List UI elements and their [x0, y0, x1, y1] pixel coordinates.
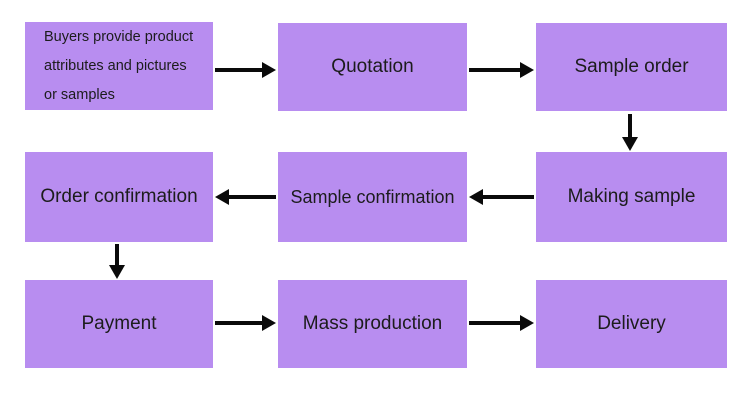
flow-node-label: Quotation [331, 56, 414, 78]
flow-node-delivery: Delivery [536, 280, 727, 368]
flow-node-payment: Payment [25, 280, 213, 368]
arrow-sample-confirmation-to-order-confirmation-icon [215, 189, 276, 205]
flow-node-order-confirmation: Order confirmation [25, 152, 213, 242]
flow-node-mass-production: Mass production [278, 280, 467, 368]
arrow-sample-order-to-making-sample-icon [622, 114, 638, 151]
arrow-making-sample-to-sample-confirmation-icon [469, 189, 534, 205]
flow-node-label: Mass production [302, 313, 443, 335]
flow-node-buyers-provide: Buyers provide product attributes and pi… [25, 22, 213, 110]
flow-node-label: Buyers provide product attributes and pi… [44, 28, 194, 103]
flow-node-label: Payment [81, 313, 157, 335]
flow-node-label: Sample order [574, 56, 689, 78]
flow-node-label: Sample confirmation [290, 186, 455, 207]
flow-node-label: Making sample [567, 186, 696, 208]
flow-node-making-sample: Making sample [536, 152, 727, 242]
arrow-quotation-to-sample-order-icon [469, 62, 534, 78]
flow-node-quotation: Quotation [278, 23, 467, 111]
arrow-mass-production-to-delivery-icon [469, 315, 534, 331]
flow-node-label: Order confirmation [40, 186, 198, 208]
arrow-buyers-to-quotation-icon [215, 62, 276, 78]
arrow-payment-to-mass-production-icon [215, 315, 276, 331]
arrow-order-confirmation-to-payment-icon [109, 244, 125, 279]
flow-node-label: Delivery [597, 313, 666, 335]
flow-node-sample-order: Sample order [536, 23, 727, 111]
flow-node-sample-confirmation: Sample confirmation [278, 152, 467, 242]
